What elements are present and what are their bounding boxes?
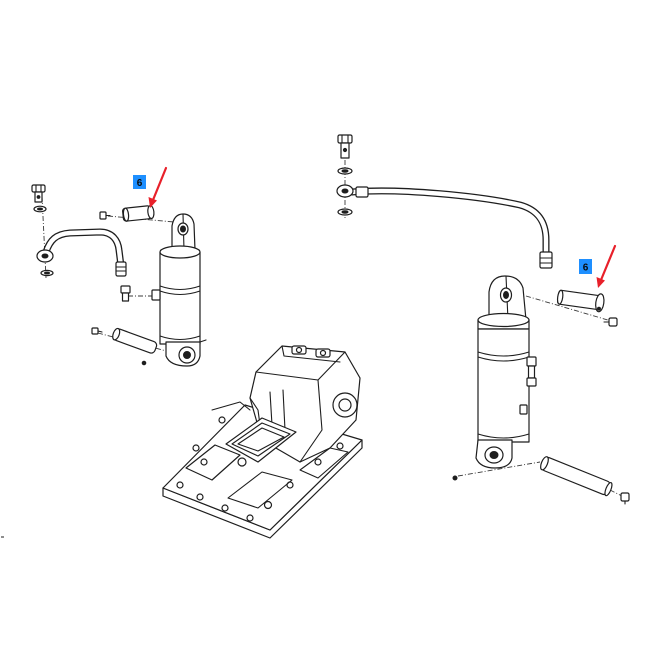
right-lower-pin — [540, 456, 613, 497]
right-red-arrow — [596, 244, 617, 288]
left-hydraulic-pipe — [36, 228, 127, 277]
left-adapter-fitting — [120, 285, 131, 302]
right-cylinder-bracket — [519, 404, 528, 415]
left-banjo-bolt — [31, 184, 46, 203]
left-lower-pin-bolt — [91, 327, 103, 335]
left-pipe-nut — [115, 261, 127, 277]
left-pin-bolt — [99, 211, 111, 220]
right-hose-crimp — [355, 186, 369, 198]
right-banjo-bolt — [337, 134, 353, 159]
right-hydraulic-hose — [336, 184, 553, 269]
lift-housing — [162, 345, 363, 539]
right-hose-nut — [539, 251, 553, 269]
left-upper-pin — [122, 204, 155, 222]
left-lower-pin — [112, 327, 158, 354]
left-callout: 6 — [133, 175, 146, 189]
right-callout-label: 6 — [583, 263, 589, 274]
right-callout: 6 — [579, 259, 592, 274]
right-lower-pin-bolt — [620, 492, 630, 505]
right-pin-centerline — [525, 295, 619, 324]
right-assembly: 6 — [336, 134, 630, 505]
left-assembly: 6 — [31, 166, 207, 367]
right-upper-pin — [556, 289, 605, 313]
left-cylinder-port — [151, 289, 161, 301]
right-pin-bolt — [603, 317, 618, 327]
right-hydraulic-cylinder — [475, 275, 537, 469]
left-red-arrow — [148, 166, 168, 208]
left-callout-label: 6 — [137, 178, 143, 189]
left-small-screw — [141, 360, 147, 366]
left-hydraulic-cylinder — [151, 213, 207, 367]
right-small-screw — [452, 475, 458, 481]
right-lower-pin-centerline — [457, 461, 541, 477]
right-cylinder-fitting — [526, 356, 537, 387]
